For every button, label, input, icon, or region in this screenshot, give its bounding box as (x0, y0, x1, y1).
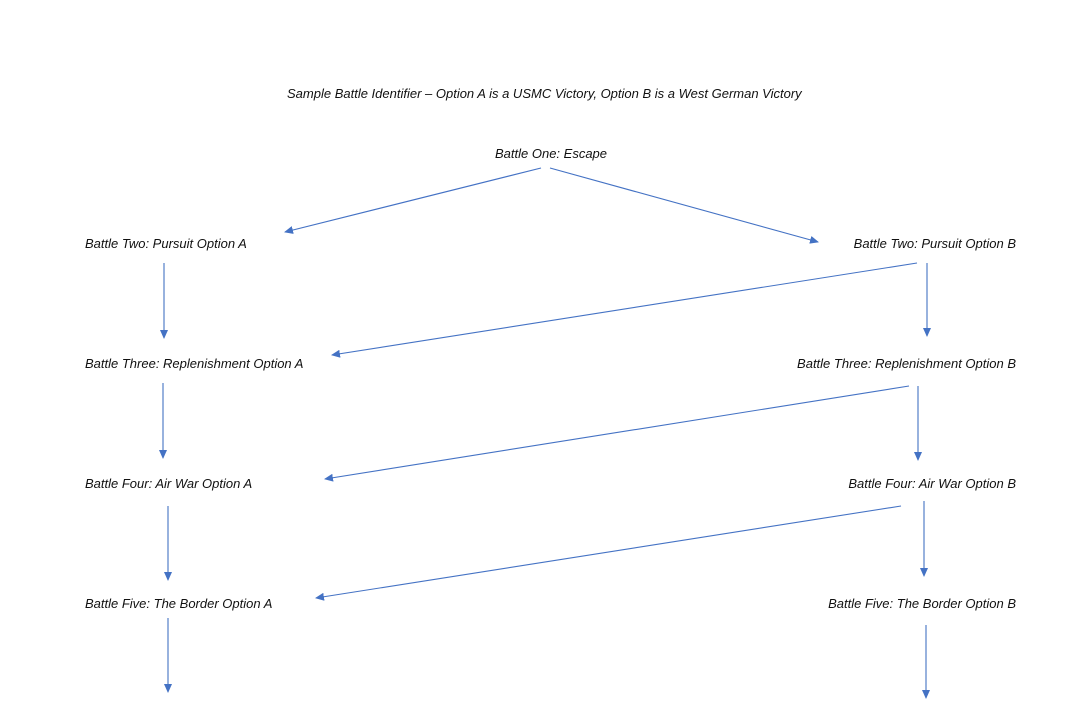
diagram-title: Sample Battle Identifier – Option A is a… (287, 86, 802, 101)
arrow-b3b-to-b4a (324, 385, 910, 482)
node-battle-two-a: Battle Two: Pursuit Option A (85, 236, 247, 251)
node-battle-five-a: Battle Five: The Border Option A (85, 596, 273, 611)
arrow-b2b-to-b3a (331, 262, 918, 358)
arrow-root-to-b2b (549, 167, 819, 244)
node-battle-one: Battle One: Escape (495, 146, 608, 161)
arrow-root-to-b2a (284, 167, 542, 234)
node-battle-two-b: Battle Two: Pursuit Option B (853, 236, 1016, 251)
node-battle-three-b: Battle Three: Replenishment Option B (797, 356, 1016, 371)
node-battle-five-b: Battle Five: The Border Option B (828, 596, 1016, 611)
node-battle-four-a: Battle Four: Air War Option A (85, 476, 253, 491)
node-battle-three-a: Battle Three: Replenishment Option A (85, 356, 304, 371)
node-battle-four-b: Battle Four: Air War Option B (848, 476, 1016, 491)
arrow-b4b-to-b5a (315, 505, 902, 601)
